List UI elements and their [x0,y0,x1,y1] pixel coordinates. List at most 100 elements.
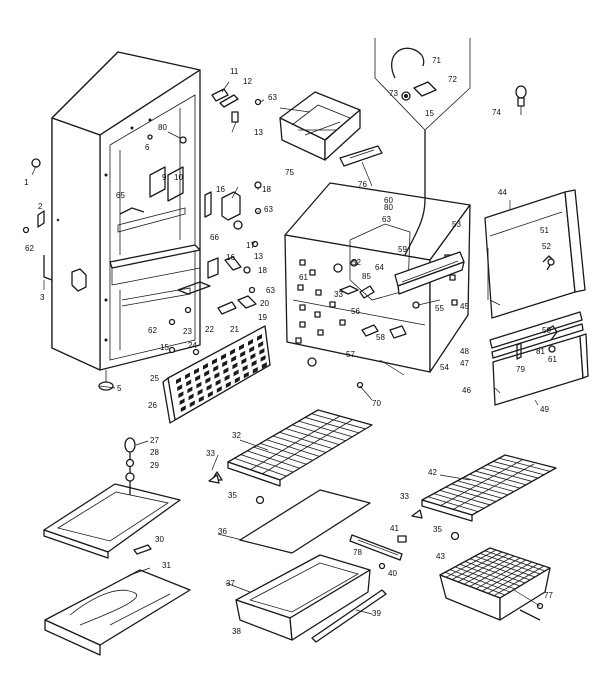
crisper-drawer [235,554,371,641]
part-label-p43: 43 [436,552,445,561]
part-label-p25: 25 [150,374,159,383]
damper-control [221,191,241,221]
part-label-p56: 56 [351,307,360,316]
cabinet-mullion [109,244,201,269]
part-label-p35a: 35 [228,491,237,500]
part-label-p10: 10 [174,173,183,182]
part-label-p45: 45 [460,302,469,311]
hinge-bracket [37,210,45,228]
part-label-p75: 75 [285,168,294,177]
part-label-p53: 53 [452,220,461,229]
part-label-p17: 17 [246,241,255,250]
part-label-p61b: 61 [548,355,557,364]
part-label-p63a: 63 [268,93,277,102]
part-label-p40: 40 [388,569,397,578]
part-label-p79: 79 [516,365,525,374]
part-label-p42: 42 [428,468,437,477]
glass-shelf [239,489,371,554]
part-label-p85: 85 [362,272,371,281]
part-label-p38: 38 [232,627,241,636]
part-label-p52a: 52 [352,258,361,267]
part-label-p11: 11 [230,67,239,76]
part-label-p44: 44 [498,188,507,197]
control-housing [167,166,184,202]
part-label-p61a: 61 [299,273,308,282]
part-label-p81: 81 [536,347,545,356]
part-label-p2: 2 [38,202,43,211]
part-label-p80b: 80 [384,203,393,212]
part-label-p37: 37 [226,579,235,588]
part-label-p5: 5 [117,384,122,393]
cabinet-hardware [22,88,262,356]
part-label-p63c: 63 [266,286,275,295]
crisper-cover-support [349,534,407,561]
freezer-door-panel [484,189,586,319]
part-label-p66: 66 [210,233,219,242]
part-label-p62a: 62 [25,244,34,253]
part-label-p70: 70 [372,399,381,408]
part-label-p60: 60 [384,196,393,205]
part-label-p73: 73 [389,89,398,98]
part-label-p47: 47 [460,359,469,368]
part-label-p3: 3 [40,293,45,302]
upper-wire-shelf [211,409,373,487]
part-label-p6: 6 [145,143,150,152]
part-label-p23: 23 [183,327,192,336]
crisper-rail [311,589,387,643]
drain-tube [43,255,53,281]
toe-grille [162,325,271,424]
cold-control-assembly [374,38,471,256]
part-label-p58: 58 [376,333,385,342]
lower-wire-shelf [421,454,557,522]
part-label-p13a: 13 [254,128,263,137]
evaporator-cover-box [284,182,471,389]
leader-lines [31,81,541,615]
cabinet-assembly [51,51,201,391]
fresh-food-door-panel [492,325,589,406]
part-label-p52b: 52 [542,242,551,251]
part-label-p64: 64 [375,263,384,272]
part-label-p22: 22 [205,325,214,334]
ice-tray [279,91,361,161]
part-label-p65: 65 [116,191,125,200]
part-label-p54: 54 [440,363,449,372]
part-label-p30: 30 [155,535,164,544]
part-label-p33b: 33 [334,290,343,299]
side-fitting [71,268,87,292]
part-label-p1: 1 [24,178,29,187]
freezer-tray [43,437,181,559]
part-label-p51: 51 [540,226,549,235]
part-label-p55: 55 [435,304,444,313]
mullion-bracket [177,281,211,295]
meat-pan [44,569,191,656]
part-label-p59: 59 [398,245,407,254]
part-label-p26: 26 [148,401,157,410]
fasteners [208,474,544,610]
part-label-p80a: 80 [158,123,167,132]
part-label-p16b: 16 [226,253,235,262]
part-label-p39: 39 [372,609,381,618]
part-label-p49: 49 [540,405,549,414]
part-label-p41: 41 [390,524,399,533]
part-label-p13b: 13 [254,252,263,261]
part-label-p15b: 15 [425,109,434,118]
part-label-p63b: 63 [264,205,273,214]
part-label-p12: 12 [243,77,252,86]
part-label-p29: 29 [150,461,159,470]
part-label-p74: 74 [492,108,501,117]
part-label-p27: 27 [150,436,159,445]
air-duct [394,251,465,295]
part-label-p32: 32 [232,431,241,440]
tray-clip [133,544,152,555]
cabinet-front-edge [51,117,101,371]
part-label-p33c: 33 [400,492,409,501]
wire-basket [439,547,551,621]
hinge-cover [31,158,41,168]
cold-control-bracket [211,88,229,102]
part-label-p18a: 18 [262,185,271,194]
part-label-p62b: 62 [148,326,157,335]
part-label-p21: 21 [230,325,239,334]
door-divider-strip [489,311,584,359]
part-label-p63d: 63 [382,215,391,224]
